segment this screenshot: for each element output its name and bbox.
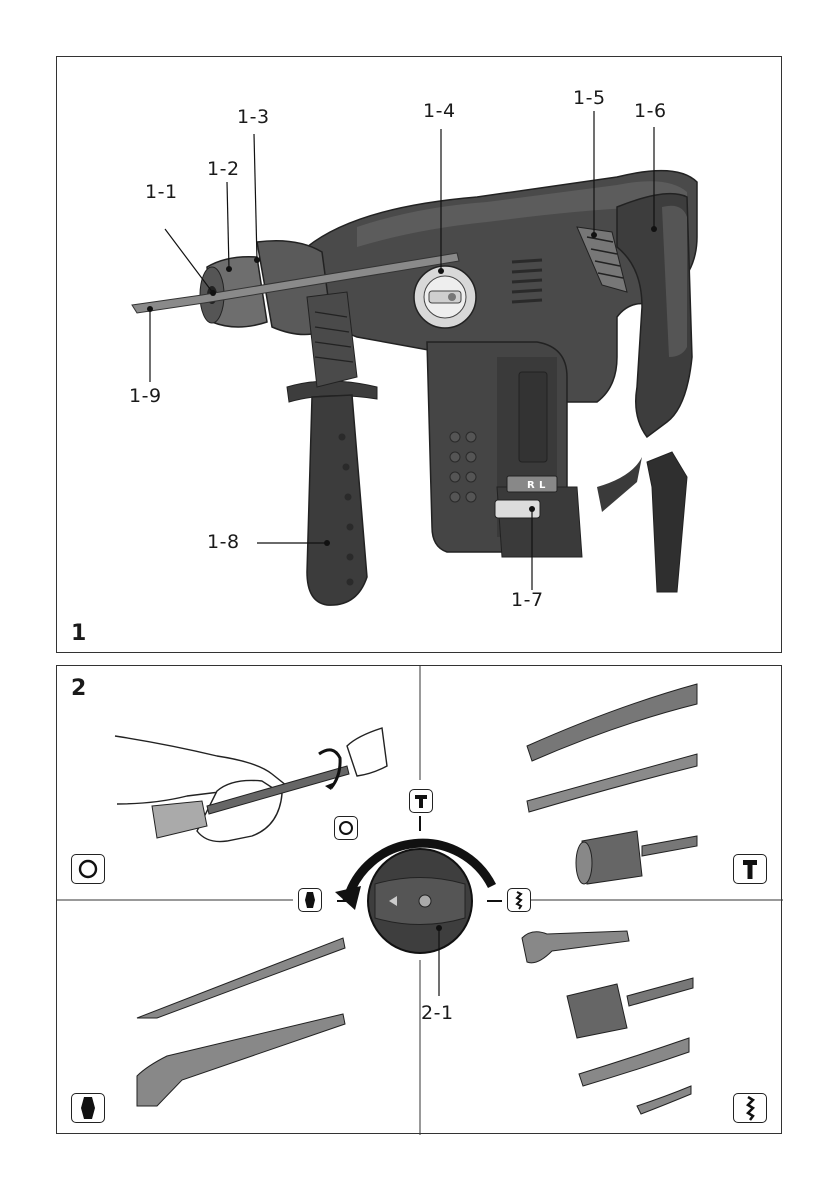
mode-selector-dial (335, 816, 502, 953)
switch-mark-right: R (527, 480, 535, 491)
rotation-stop-symbol-large (71, 854, 105, 884)
callout-1-9: 1-9 (129, 387, 162, 406)
chisel-icon (71, 1093, 105, 1123)
callout-1-6: 1-6 (634, 102, 667, 121)
callout-1-7: 1-7 (511, 591, 544, 610)
drilling-bits (522, 931, 693, 1114)
callout-1-1: 1-1 (145, 183, 178, 202)
rotary-hammer-illustration: R L (57, 57, 783, 654)
callout-1-4: 1-4 (423, 102, 456, 121)
hammer-drill-bits (527, 684, 697, 884)
chisels (137, 938, 345, 1106)
hammer-mode-symbol-large (733, 854, 767, 884)
switch-mark-left: L (539, 480, 546, 491)
callout-1-2: 1-2 (207, 160, 240, 179)
circle-icon (71, 854, 105, 884)
drill-bit-icon (507, 888, 531, 912)
callout-1-3: 1-3 (237, 108, 270, 127)
chisel-mode-symbol-large (71, 1093, 105, 1123)
hammer-icon (733, 854, 767, 884)
drill-bit-icon (733, 1093, 767, 1123)
hammer-mode-symbol (409, 789, 433, 813)
figure-number: 1 (71, 623, 86, 645)
callout-1-5: 1-5 (573, 89, 606, 108)
callout-2-1: 2-1 (421, 1004, 454, 1023)
hammer-icon (409, 789, 433, 813)
figure-2-panel: 2-1 2 (56, 665, 782, 1134)
rotation-stop-symbol (334, 816, 358, 840)
chisel-icon (298, 888, 322, 912)
circle-icon (334, 816, 358, 840)
callout-1-8: 1-8 (207, 533, 240, 552)
chisel-mode-symbol-dial (298, 888, 322, 912)
figure-number: 2 (71, 678, 86, 700)
drill-mode-symbol-dial (507, 888, 531, 912)
drill-mode-symbol-large (733, 1093, 767, 1123)
mode-selection-illustration (57, 666, 783, 1135)
figure-1-panel: R L 1-1 1-2 1-3 1-4 1-5 1-6 1-7 1-8 1-9 … (56, 56, 782, 653)
